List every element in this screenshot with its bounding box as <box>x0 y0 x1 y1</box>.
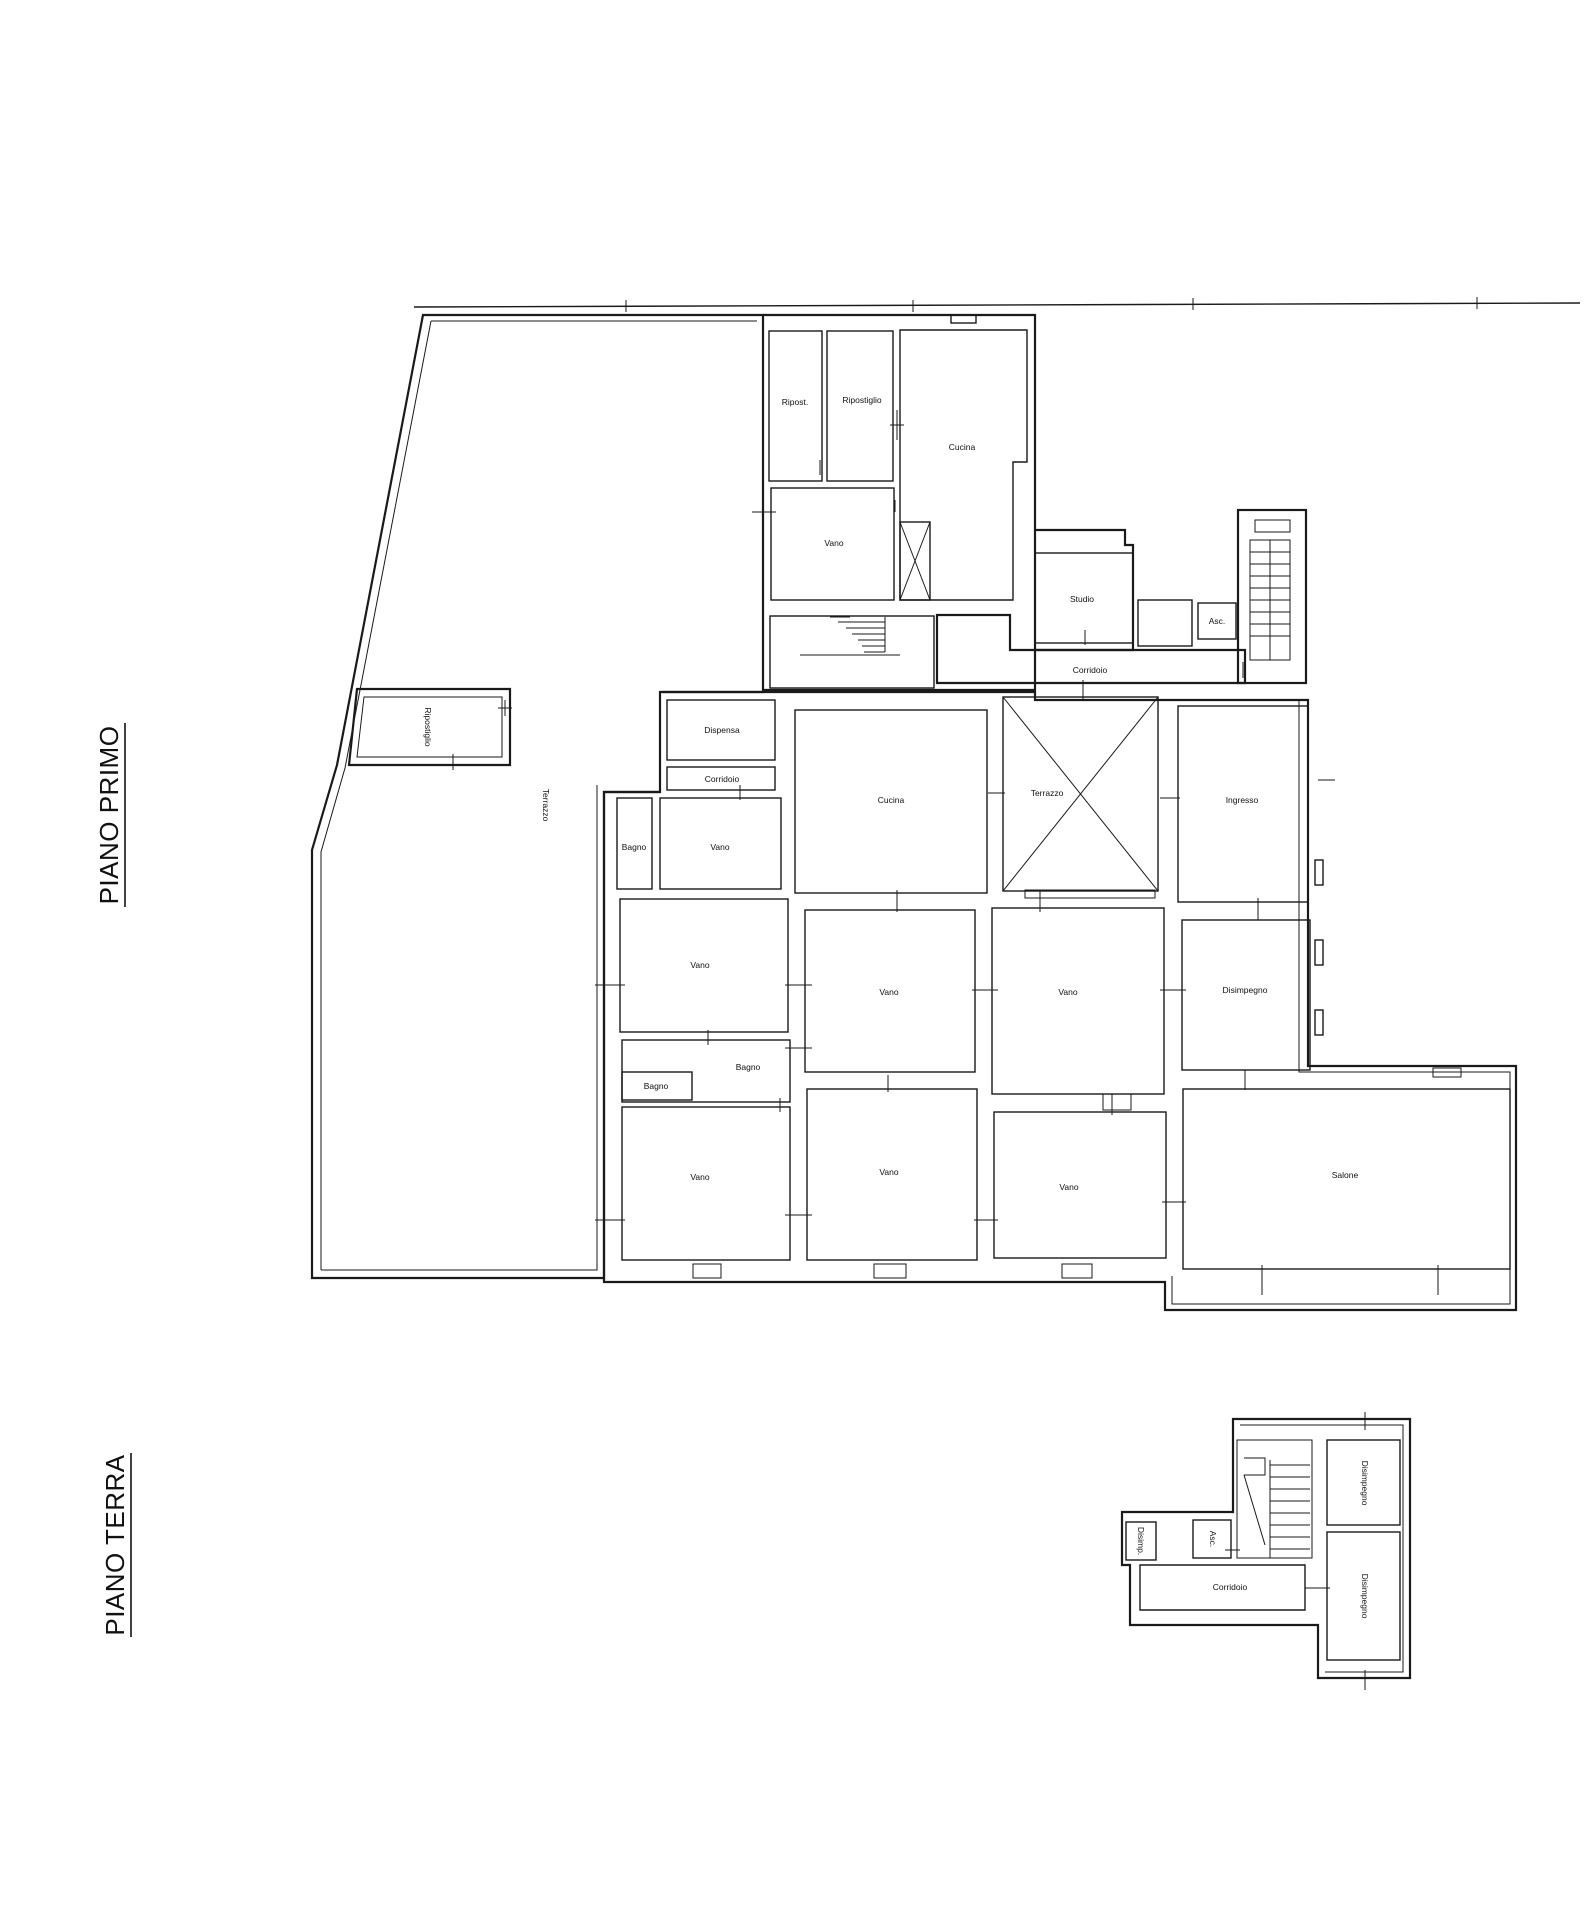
stair-void <box>899 521 931 601</box>
room-disimpegno <box>1181 919 1311 1071</box>
room-vano-top <box>770 487 895 601</box>
room-ripostiglio-top <box>826 330 894 482</box>
property-boundary-line <box>413 302 1581 308</box>
window-mark <box>950 314 977 324</box>
label-disimpegno: Disimpegno <box>1223 985 1268 995</box>
label-terra-disimpegno-b: Disimpegno <box>1360 1574 1370 1619</box>
room-vano-b <box>619 898 789 1033</box>
label-ripostiglio-top: Ripostiglio <box>842 395 881 405</box>
label-bagno-b: Bagno <box>736 1062 761 1072</box>
label-cucina-mid: Cucina <box>878 795 905 805</box>
window-mark <box>1314 1009 1324 1036</box>
room-vano-g <box>993 1111 1167 1259</box>
labels-primo: Ripost. Ripostiglio Cucina Vano Studio A… <box>423 395 1359 1192</box>
stair-steps <box>800 616 900 656</box>
door-window-marks <box>595 792 1462 1295</box>
north-block-outline <box>763 313 1037 692</box>
label-vano-b: Vano <box>690 960 709 970</box>
room-ripost <box>768 330 823 482</box>
label-terra-disimpegno-a: Disimpegno <box>1360 1461 1370 1506</box>
stairwell-ne <box>1236 508 1308 685</box>
label-vano-g: Vano <box>1059 1182 1078 1192</box>
middle-block-outline <box>602 690 1518 1312</box>
label-terra-disimp: Disimp. <box>1136 1527 1146 1555</box>
label-ripost: Ripost. <box>782 397 808 407</box>
title-piano-primo-group: PIANO PRIMO <box>94 723 126 907</box>
label-dispensa: Dispensa <box>704 725 740 735</box>
label-cucina-top: Cucina <box>949 442 976 452</box>
label-vano-f: Vano <box>879 1167 898 1177</box>
room-bagno-b <box>621 1039 791 1103</box>
room-vano-a <box>659 797 782 890</box>
label-vano-a: Vano <box>710 842 729 852</box>
stair-ne-steps <box>1249 519 1291 661</box>
room-asc <box>1197 602 1237 640</box>
room-vano-c <box>804 909 976 1073</box>
label-vano-e: Vano <box>690 1172 709 1182</box>
terra-room-disimpegno-a <box>1326 1439 1401 1526</box>
label-vano-c: Vano <box>879 987 898 997</box>
terra-room-asc <box>1192 1519 1232 1559</box>
label-bagno-c: Bagno <box>644 1081 669 1091</box>
terra-stair <box>1236 1439 1313 1559</box>
terra-outline-inner <box>1240 1424 1404 1673</box>
label-corridoio-top: Corridoio <box>1073 665 1108 675</box>
middle-block-outline-inner <box>1171 700 1511 1305</box>
label-terra-corridoio: Corridoio <box>1213 1582 1248 1592</box>
room-disimpegno-small <box>1137 599 1193 647</box>
label-salone: Salone <box>1332 1170 1359 1180</box>
room-vano-e <box>621 1106 791 1261</box>
room-cucina-top <box>899 329 1028 601</box>
piano-terra-plan <box>1120 1412 1412 1690</box>
room-vano-d <box>991 907 1165 1095</box>
room-corridoio-top <box>935 613 1247 685</box>
room-ripostiglio-side <box>347 687 512 767</box>
label-bagno-a: Bagno <box>622 842 647 852</box>
label-studio: Studio <box>1070 594 1094 604</box>
stair-void-cross <box>899 521 931 601</box>
label-ripostiglio-side: Ripostiglio <box>423 707 433 746</box>
room-studio-outline <box>1035 528 1135 652</box>
title-piano-primo: PIANO PRIMO <box>94 726 124 905</box>
label-terra-asc: Asc. <box>1208 1531 1218 1548</box>
label-corridoio-small: Corridoio <box>705 774 740 784</box>
title-piano-terra: PIANO TERRA <box>100 1454 130 1635</box>
window-mark <box>1314 939 1324 966</box>
terrace-outline-inner <box>320 320 757 1271</box>
label-ingresso: Ingresso <box>1226 795 1259 805</box>
room-studio <box>1034 552 1134 644</box>
label-vano-top: Vano <box>824 538 843 548</box>
room-cucina-mid <box>794 709 988 894</box>
terra-room-disimpegno-b <box>1326 1531 1401 1661</box>
labels-terra: Disimpegno Disimpegno Disimp. Asc. Corri… <box>1136 1461 1370 1619</box>
terrace-outline <box>310 313 765 1280</box>
stair-hall <box>769 615 935 689</box>
room-salone <box>1182 1088 1511 1270</box>
room-terrazzo-mid <box>1002 696 1159 892</box>
wall-inner <box>356 696 503 758</box>
terra-room-corridoio <box>1139 1564 1306 1611</box>
terrace-cross <box>1002 696 1159 892</box>
title-piano-terra-group: PIANO TERRA <box>100 1453 132 1637</box>
terra-outline <box>1120 1417 1412 1680</box>
label-terrazzo-mid: Terrazzo <box>1031 788 1064 798</box>
window-mark <box>1314 859 1324 886</box>
label-vano-d: Vano <box>1058 987 1077 997</box>
room-corridoio-small <box>666 766 776 791</box>
label-asc: Asc. <box>1209 616 1226 626</box>
label-terrazzo-side: Terrazzo <box>541 789 551 822</box>
piano-primo-plan <box>310 297 1581 1312</box>
room-bagno-c <box>621 1071 693 1101</box>
room-vano-f <box>806 1088 978 1261</box>
room-dispensa <box>666 699 776 761</box>
room-bagno-a <box>616 797 653 890</box>
terra-room-disimp <box>1125 1521 1157 1561</box>
room-ingresso <box>1177 705 1309 903</box>
